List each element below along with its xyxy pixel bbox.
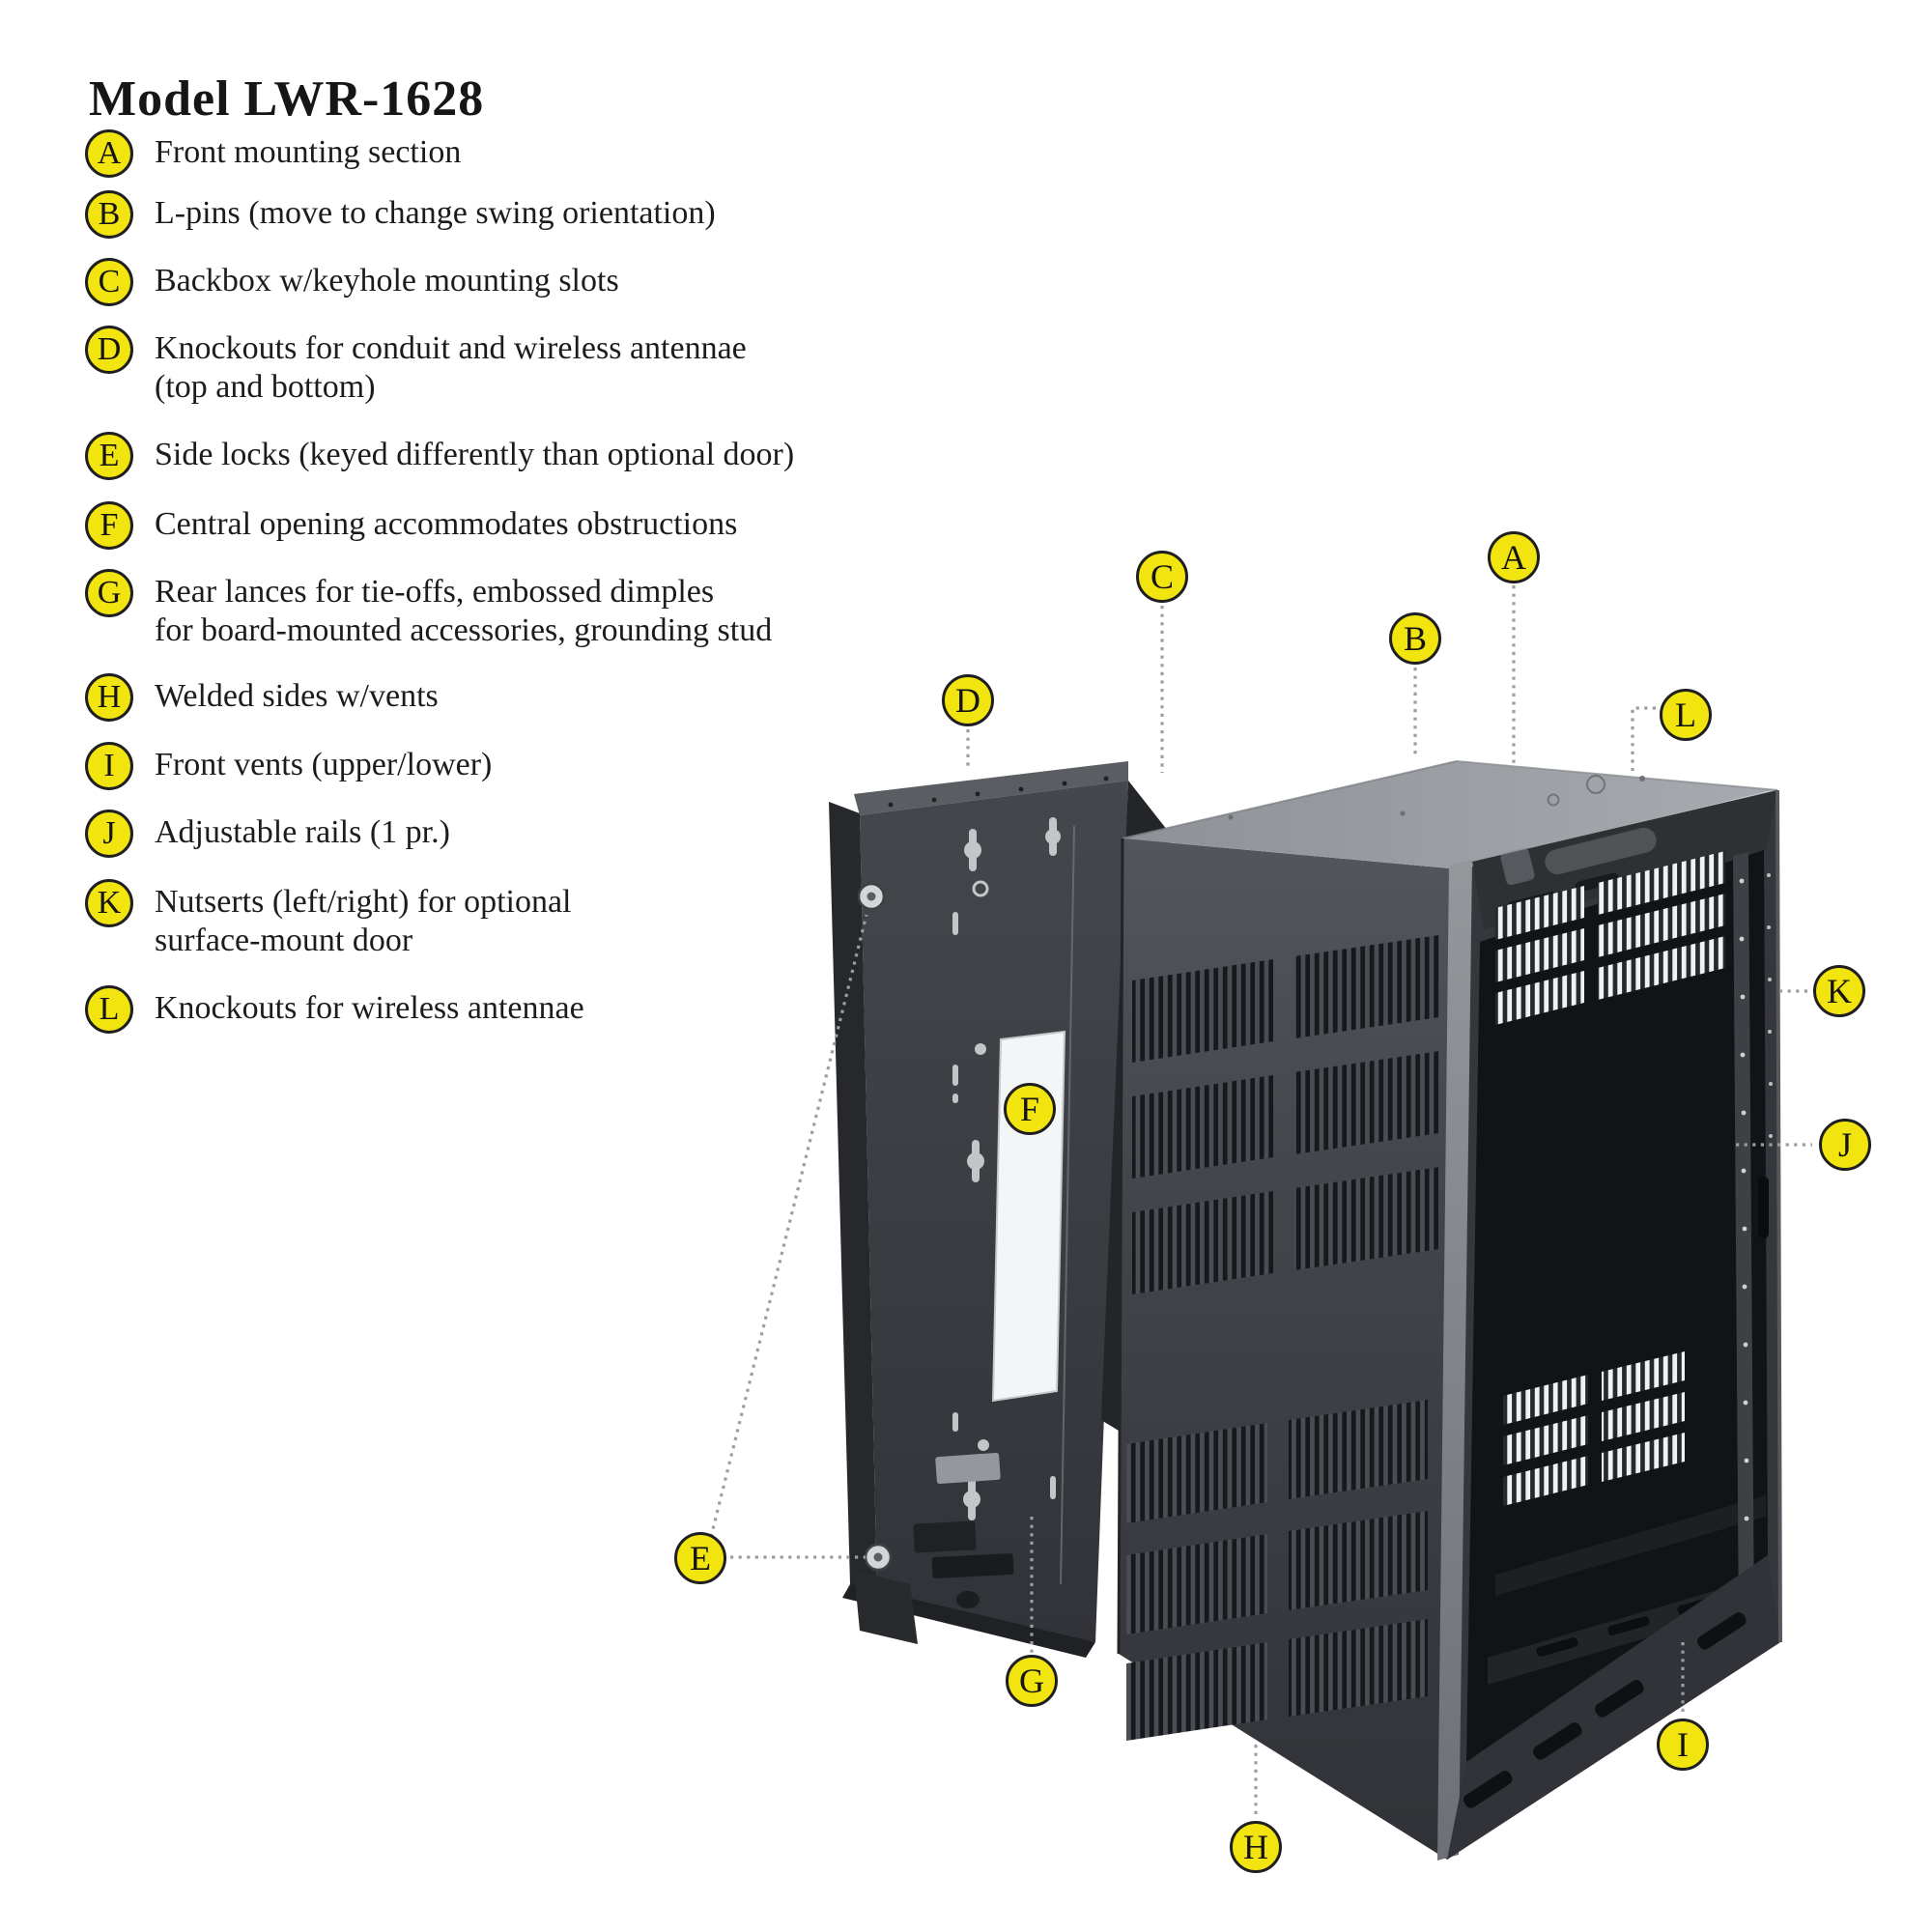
grounding-plate xyxy=(935,1452,1001,1485)
legend-text-j: Adjustable rails (1 pr.) xyxy=(155,814,450,850)
leader-lines xyxy=(709,585,1812,1819)
front-vent-upper-slot xyxy=(1575,872,1619,893)
front-sill xyxy=(1447,1555,1780,1860)
legend-item-e: E Side locks (keyed differently than opt… xyxy=(85,432,794,480)
inner-vents-upper xyxy=(1495,851,1725,1025)
top-wireless-knockouts xyxy=(1547,775,1605,807)
legend-text-l: Knockouts for wireless antennae xyxy=(155,990,584,1026)
front-section xyxy=(1117,760,1782,1861)
callout-badge-g: G xyxy=(1006,1655,1058,1707)
backbox-foot xyxy=(854,1571,918,1644)
top-screws xyxy=(1228,776,1645,820)
side-vents-upper xyxy=(1132,935,1439,1294)
legend-badge-g: G xyxy=(85,569,133,617)
backbox-flange-edge xyxy=(1060,825,1075,1585)
legend-item-b: B L-pins (move to change swing orientati… xyxy=(85,190,716,239)
callout-badge-j: J xyxy=(1819,1119,1871,1171)
callout-badge-a: A xyxy=(1488,531,1540,583)
legend-badge-i: I xyxy=(85,742,133,790)
page-title: Model LWR-1628 xyxy=(89,71,485,127)
legend-text-g: Rear lances for tie-offs, embossed dimpl… xyxy=(155,574,773,648)
keyhole-slots xyxy=(952,817,1061,1520)
legend-item-j: J Adjustable rails (1 pr.) xyxy=(85,810,450,858)
callout-badge-i: I xyxy=(1657,1719,1709,1771)
front-left-corner-edge xyxy=(1437,860,1472,1861)
callout-badge-h: H xyxy=(1230,1821,1282,1873)
front-right-edge xyxy=(1776,789,1782,1643)
legend-text-a: Front mounting section xyxy=(155,134,462,170)
legend-badge-f: F xyxy=(85,501,133,550)
leader-e-upper xyxy=(709,914,868,1538)
legend-text-h: Welded sides w/vents xyxy=(155,678,439,714)
legend-text-i: Front vents (upper/lower) xyxy=(155,747,493,782)
side-lock-upper xyxy=(857,882,886,911)
top-face xyxy=(1122,761,1777,869)
legend-badge-j: J xyxy=(85,810,133,858)
callout-badge-f: F xyxy=(1004,1083,1056,1135)
leader-l xyxy=(1631,706,1656,771)
legend-item-d: D Knockouts for conduit and wireless ant… xyxy=(85,326,747,407)
backbox-left-wall xyxy=(829,802,877,1598)
callout-badge-k: K xyxy=(1813,965,1865,1017)
callout-badge-b: B xyxy=(1389,612,1441,665)
legend-badge-l: L xyxy=(85,985,133,1034)
legend-item-c: C Backbox w/keyhole mounting slots xyxy=(85,258,619,306)
legend-badge-a: A xyxy=(85,129,133,178)
inner-vents-lower xyxy=(1503,1351,1685,1506)
callout-badge-d: D xyxy=(942,674,994,726)
legend-item-l: L Knockouts for wireless antennae xyxy=(85,985,584,1034)
legend-text-d: Knockouts for conduit and wireless anten… xyxy=(155,330,747,405)
callout-badge-c: C xyxy=(1136,551,1188,603)
callout-badge-e: E xyxy=(674,1532,726,1584)
legend-badge-b: B xyxy=(85,190,133,239)
legend-badge-h: H xyxy=(85,673,133,722)
legend-item-i: I Front vents (upper/lower) xyxy=(85,742,492,790)
legend-item-f: F Central opening accommodates obstructi… xyxy=(85,501,737,550)
stile-latch-slot xyxy=(1758,1177,1769,1238)
side-lock-lower xyxy=(864,1543,893,1572)
legend-text-c: Backbox w/keyhole mounting slots xyxy=(155,263,619,298)
legend-item-h: H Welded sides w/vents xyxy=(85,673,439,722)
backbox-top-knockouts xyxy=(888,776,1109,808)
legend-text-f: Central opening accommodates obstruction… xyxy=(155,506,738,542)
backbox-top-strip xyxy=(854,761,1128,815)
backbox-bumper xyxy=(956,1591,980,1608)
backbox-rear-panel xyxy=(860,781,1128,1642)
legend-text-b: L-pins (move to change swing orientation… xyxy=(155,195,716,231)
legend-badge-k: K xyxy=(85,879,133,927)
legend-badge-d: D xyxy=(85,326,133,374)
callout-badge-l: L xyxy=(1660,689,1712,741)
adjustable-rail xyxy=(1733,852,1754,1631)
hinge-edge xyxy=(1117,838,1124,1655)
rear-lances xyxy=(913,1520,1014,1579)
legend-item-g: G Rear lances for tie-offs, embossed dim… xyxy=(85,569,772,650)
legend-badge-c: C xyxy=(85,258,133,306)
logo-emboss-mark xyxy=(1500,847,1535,886)
side-vents-lower xyxy=(1126,1400,1428,1741)
legend-text-e: Side locks (keyed differently than optio… xyxy=(155,437,795,472)
legend-badge-e: E xyxy=(85,432,133,480)
top-rear-edge xyxy=(1122,760,1458,839)
nutsert-holes xyxy=(1767,873,1773,1138)
legend-item-a: A Front mounting section xyxy=(85,129,461,178)
top-right-edge xyxy=(1456,760,1778,791)
logo-emboss-text xyxy=(1545,827,1657,875)
